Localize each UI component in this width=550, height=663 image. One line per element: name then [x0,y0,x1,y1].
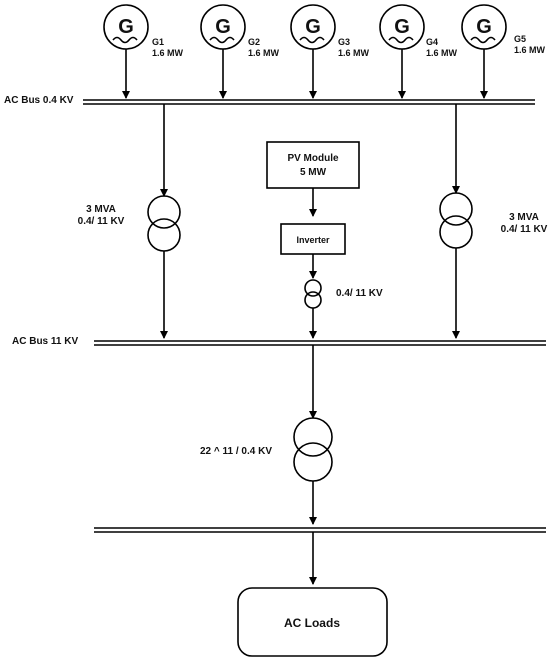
right-transformer-rating: 3 MVA [509,212,539,223]
generator-g5-symbol: G [476,16,492,38]
generator-g5-rating: 1.6 MW [514,45,546,55]
main-transformer-coil-top [293,417,333,457]
right-transformer-voltage: 0.4/ 11 KV [501,224,548,235]
pv-transformer-coil-bottom [304,291,322,309]
bus-mv-label: AC Bus 11 KV [12,336,78,347]
generator-g3-wave [299,36,325,44]
pv-transformer-coil-top [304,279,322,297]
ac-loads-box [237,587,388,657]
generator-g3: G G3 1.6 MW [290,4,370,99]
generator-g3-name: G3 [338,37,350,47]
generator-g4-name: G4 [426,37,438,47]
pv-branch: PV Module 5 MW Inverter 0.4/ 11 KV [266,141,383,339]
left-transformer-coil-bottom [147,218,181,252]
pv-module-box [266,141,360,189]
main-transformer-coil-bottom [293,442,333,482]
generator-g2-rating: 1.6 MW [248,48,280,58]
left-transformer-coil-top [147,195,181,229]
generator-g3-symbol: G [305,16,321,38]
generator-g1-wave [112,36,138,44]
generator-g4-symbol: G [394,16,410,38]
generator-g2: G G2 1.6 MW [200,4,280,99]
generator-g1-symbol: G [118,16,134,38]
generator-g5-wave [470,36,496,44]
main-transformer-voltage: 22 ^ 11 / 0.4 KV [200,446,272,457]
right-branch: 3 MVA 0.4/ 11 KV [439,104,548,339]
generator-g5: G G5 1.6 MW [461,4,546,99]
main-branch: 22 ^ 11 / 0.4 KV [200,345,333,525]
bus-lv-label: AC Bus 0.4 KV [4,95,74,106]
generator-g1-name: G1 [152,37,164,47]
pv-module-rating: 5 MW [300,167,327,178]
generator-g2-wave [209,36,235,44]
generator-g3-rating: 1.6 MW [338,48,370,58]
generator-g4: G G4 1.6 MW [379,4,458,99]
bus-mv [94,340,546,346]
left-transformer-voltage: 0.4/ 11 KV [78,216,125,227]
pv-transformer-voltage: 0.4/ 11 KV [336,288,383,299]
generator-g4-wave [388,36,414,44]
left-transformer-rating: 3 MVA [86,204,116,215]
right-transformer-coil-top [439,192,473,226]
generator-g2-symbol: G [215,16,231,38]
bus-lv [83,99,535,105]
generator-g2-name: G2 [248,37,260,47]
bus-lv-bottom [94,527,546,533]
pv-module-label: PV Module [287,153,339,164]
generator-g4-rating: 1.6 MW [426,48,458,58]
right-transformer-coil-bottom [439,215,473,249]
generator-g1: G G1 1.6 MW [103,4,184,99]
generator-g1-rating: 1.6 MW [152,48,184,58]
left-branch: 3 MVA 0.4/ 11 KV [78,104,181,339]
ac-loads-label: AC Loads [284,616,340,630]
inverter-label: Inverter [296,235,330,245]
generator-g5-name: G5 [514,34,526,44]
